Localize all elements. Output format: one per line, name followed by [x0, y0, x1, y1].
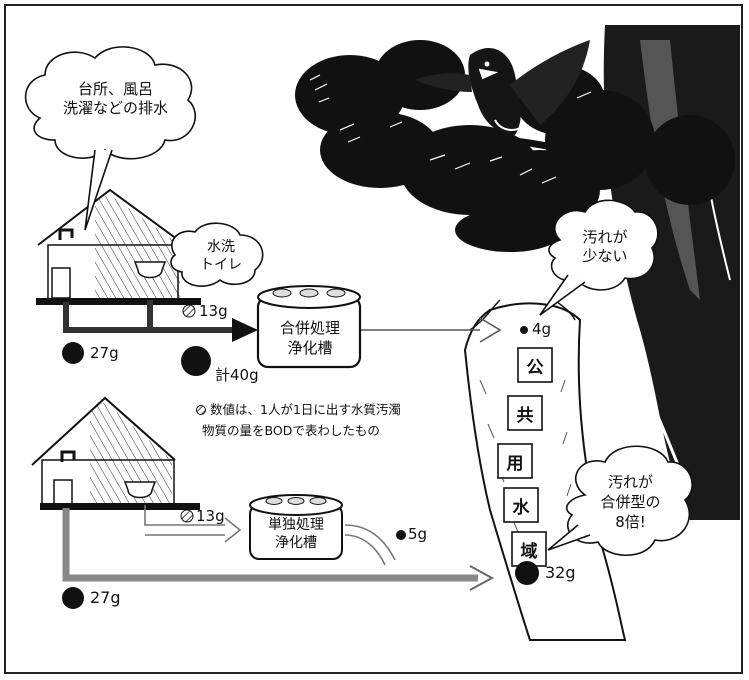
dot-13g-combined [182, 304, 196, 318]
single-greywater-amount: 27g [90, 588, 121, 607]
dot-5g [396, 530, 406, 540]
tree [295, 25, 740, 520]
pipes-combined [63, 300, 502, 343]
house-combined [36, 188, 201, 305]
stream-char-5: 域 [520, 542, 538, 562]
cloud-toilet-line2: トイレ [200, 257, 242, 273]
cloud-eight-times-line1: 汚れが [607, 473, 653, 491]
note-bullet [196, 405, 206, 415]
bod-dots [62, 304, 539, 609]
combined-outflow: 4g [532, 320, 552, 338]
stream [463, 299, 627, 641]
combined-total: 計40g [215, 366, 259, 384]
cloud-less-dirty [548, 199, 659, 291]
clouds [24, 46, 693, 557]
dot-13g-single [180, 509, 194, 523]
dot-32g [515, 561, 539, 585]
dot-4g [520, 326, 528, 334]
single-tank-label-line2: 浄化槽 [275, 535, 317, 551]
stream-char-3: 用 [506, 454, 524, 474]
bod-note: 数値は、1人が1日に出す水質汚濁 物質の量をBODで表わしたもの [202, 399, 401, 441]
bod-note-line2: 物質の量をBODで表わしたもの [202, 423, 380, 438]
cloud-eight-times-text: 汚れが 合併型の 8倍! [578, 472, 683, 532]
house-single [31, 396, 200, 510]
dot-27g-single [62, 587, 84, 609]
combined-septic-tank [256, 285, 362, 369]
cloud-drainage [24, 46, 197, 160]
cloud-drainage-line1: 台所、風呂 [77, 80, 153, 98]
combined-tank-label: 合併処理 浄化槽 [262, 318, 358, 358]
single-tank-outflow: 5g [408, 525, 428, 543]
combined-greywater-amount: 27g [90, 344, 119, 362]
single-tank-label-line1: 単独処理 [268, 517, 324, 533]
cloud-toilet-line1: 水洗 [207, 239, 235, 255]
cloud-less-dirty-text: 汚れが 少ない [560, 228, 650, 266]
dot-27g-combined [62, 342, 84, 364]
stream-char-1: 公 [526, 358, 544, 378]
single-total-outflow: 32g [545, 563, 576, 582]
stream-char-4: 水 [512, 498, 530, 518]
single-septic-tank [249, 494, 343, 560]
cloud-eight-times-line2: 合併型の [600, 493, 661, 511]
bod-note-line1: 数値は、1人が1日に出す水質汚濁 [210, 402, 401, 417]
combined-tank-label-line2: 浄化槽 [287, 339, 333, 357]
cloud-drainage-line2: 洗濯などの排水 [62, 99, 168, 117]
cloud-less-dirty-line2: 少ない [582, 247, 628, 265]
cloud-eight-times-line3: 8倍! [615, 513, 646, 531]
single-toilet-amount: 13g [196, 507, 225, 525]
cloud-drainage-text: 台所、風呂 洗濯などの排水 [48, 80, 183, 118]
cloud-toilet [170, 222, 264, 287]
crow [415, 40, 590, 135]
cloud-less-dirty-line1: 汚れが [582, 228, 628, 246]
single-tank-label: 単独処理 浄化槽 [252, 516, 340, 552]
combined-toilet-amount: 13g [199, 302, 228, 320]
stream-char-2: 共 [516, 406, 534, 426]
combined-tank-label-line1: 合併処理 [279, 319, 340, 337]
cloud-toilet-text: 水洗 トイレ [186, 238, 256, 274]
cloud-eight-times [566, 445, 693, 557]
pipes-single [62, 505, 495, 591]
dot-total-40g [181, 346, 211, 376]
